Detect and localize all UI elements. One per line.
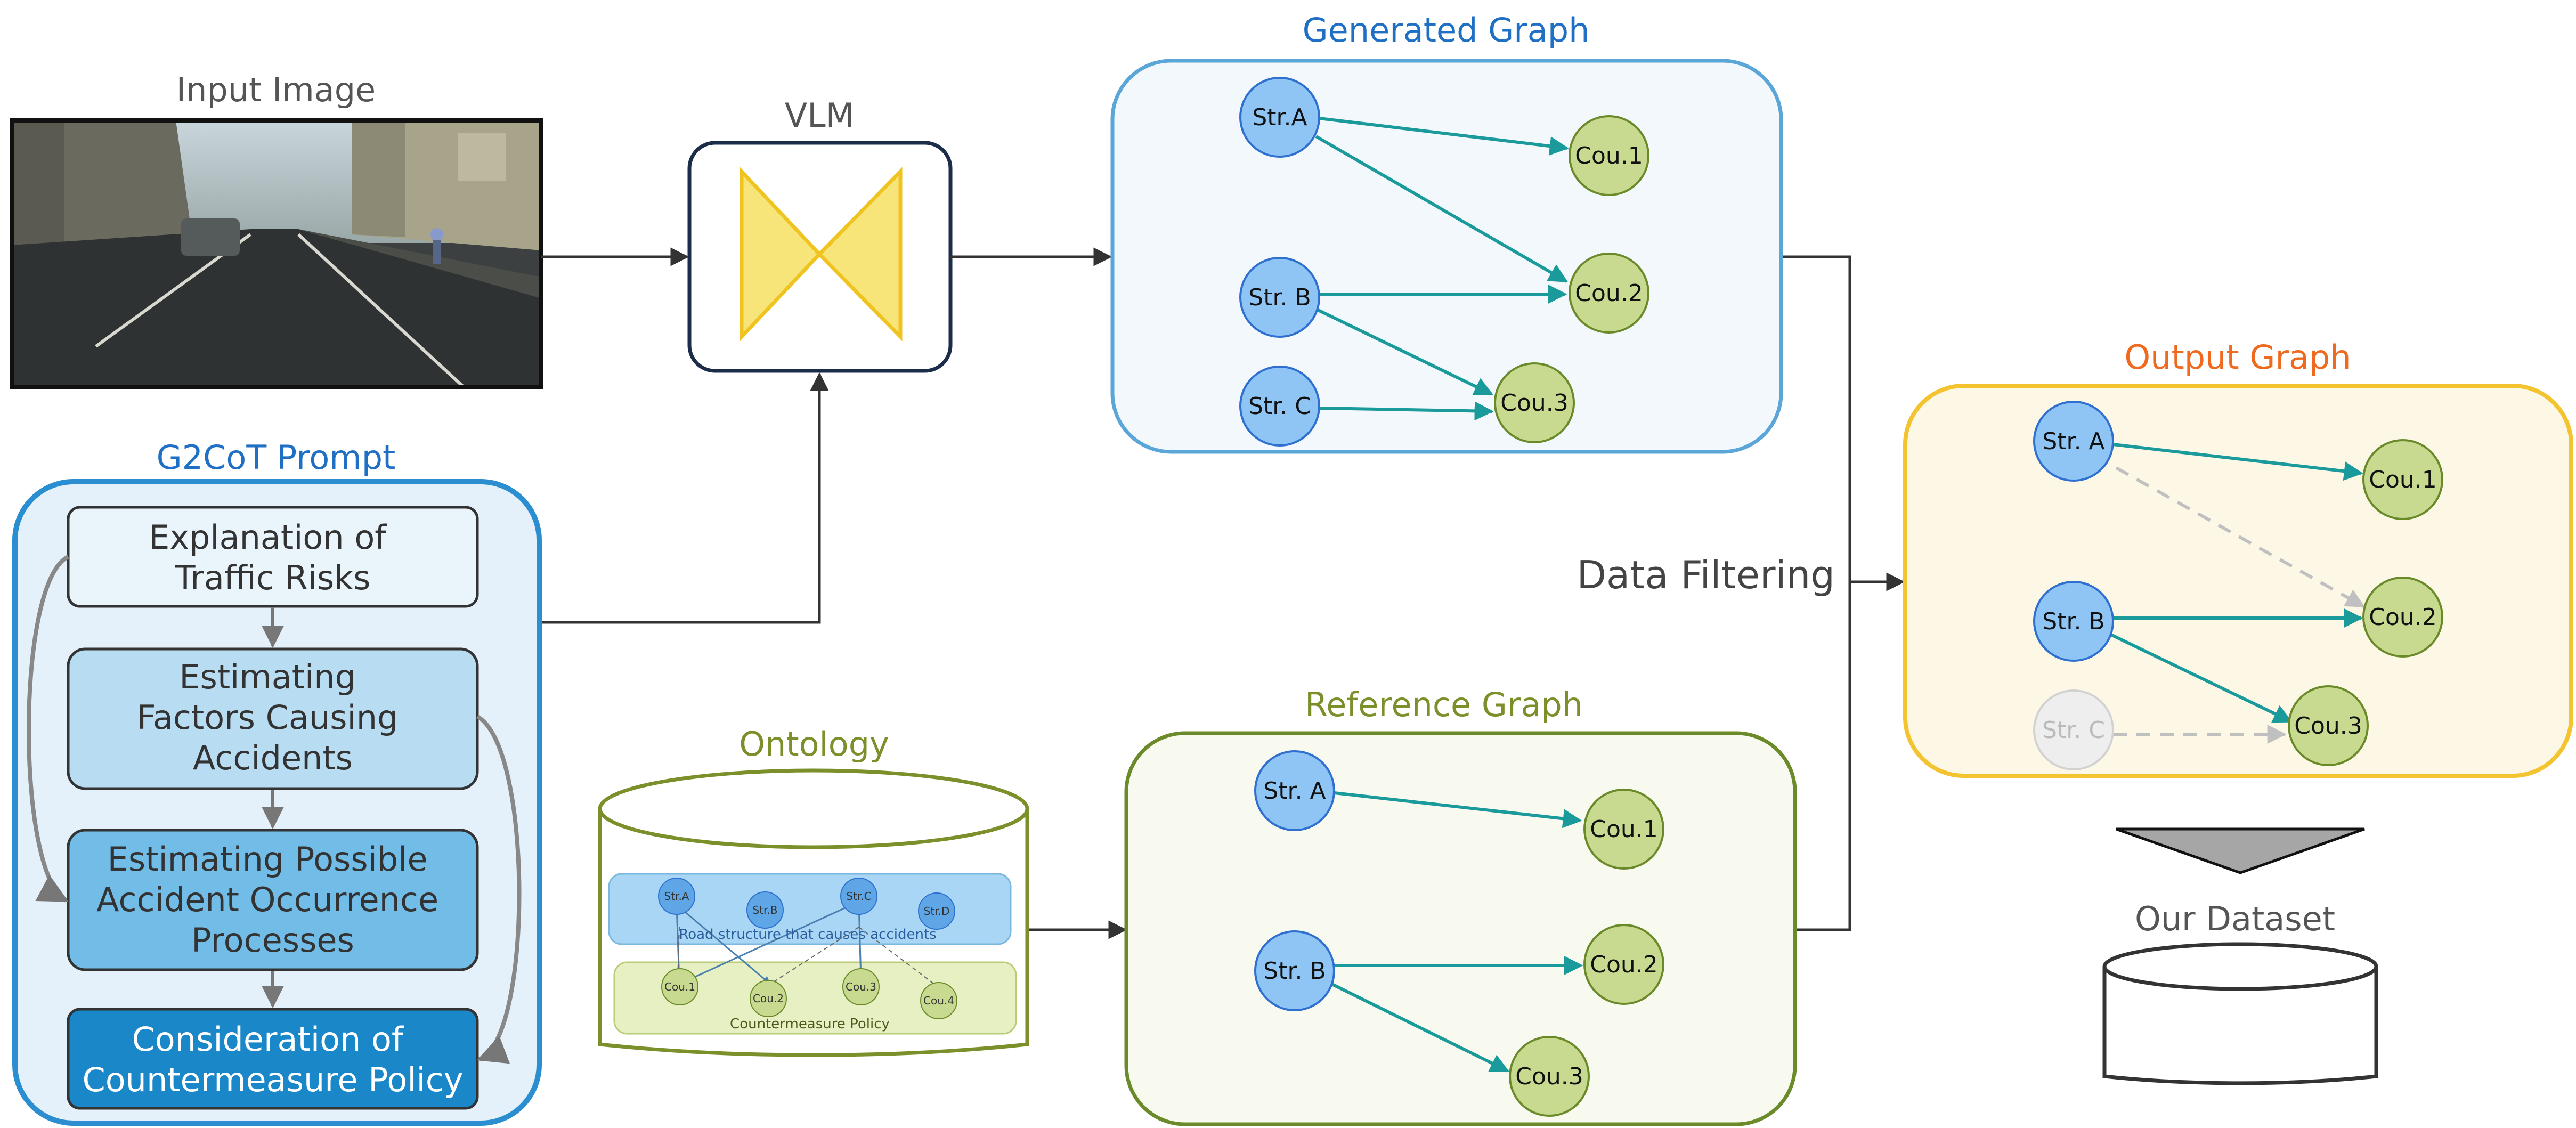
generated-panel	[1110, 59, 1783, 454]
gen-node-cou-2	[1569, 253, 1649, 334]
out-node-str-a-label: Str. A	[2042, 428, 2104, 455]
generated-nodes: Str.A Str. B Str. C Cou.1 Cou.2 Cou.3	[1239, 77, 1649, 447]
gen-node-cou-3	[1494, 362, 1575, 443]
onto-node-str-d-label: Str.D	[924, 905, 950, 918]
gen-node-cou-1	[1569, 115, 1649, 196]
onto-node-cou-1-label: Cou.1	[664, 980, 695, 993]
gen-node-str-c	[1239, 366, 1320, 447]
output-panel	[1903, 384, 2573, 778]
ref-node-cou-2-label: Cou.2	[1590, 951, 1658, 978]
ref-node-cou-2	[1583, 924, 1664, 1005]
dataset-cylinder	[2102, 942, 2378, 1085]
ontology-title: Ontology	[739, 725, 889, 764]
vlm-right-trapezoid	[817, 167, 903, 342]
ref-node-cou-3-label: Cou.3	[1515, 1063, 1583, 1090]
ref-node-str-b-label: Str. B	[1263, 957, 1326, 985]
onto-node-str-a-label: Str.A	[664, 890, 689, 903]
generated-title: Generated Graph	[1303, 11, 1590, 50]
reference-nodes: Str. A Str. B Cou.1 Cou.2 Cou.3	[1254, 750, 1664, 1117]
out-node-cou-3	[2288, 685, 2369, 766]
onto-node-cou-4	[920, 982, 957, 1019]
onto-node-str-c-label: Str.C	[846, 890, 871, 903]
output-title: Output Graph	[2124, 338, 2351, 377]
ref-node-str-a	[1254, 750, 1335, 831]
onto-node-cou-4-label: Cou.4	[923, 994, 954, 1007]
gen-node-str-b	[1239, 257, 1320, 338]
onto-node-cou-1	[661, 968, 698, 1005]
ontology-structure-label: Road structure that causes accidents	[679, 927, 936, 943]
prompt-title: G2CoT Prompt	[157, 438, 396, 477]
reference-edges	[1330, 791, 1583, 1073]
out-node-str-c-label: Str. C	[2042, 717, 2105, 744]
gen-node-str-a	[1239, 77, 1320, 158]
ref-node-cou-1	[1583, 789, 1664, 870]
onto-node-str-d	[918, 892, 955, 930]
vlm-title: VLM	[785, 96, 854, 135]
ref-node-cou-3	[1509, 1036, 1590, 1117]
step-countermeasure-text: Consideration of Countermeasure Policy	[82, 1020, 463, 1099]
onto-node-cou-3	[842, 968, 880, 1005]
gen-node-str-a-label: Str.A	[1252, 104, 1307, 131]
ontology-structure-nodes: Str.A Str.B Str.C Str.D	[658, 878, 955, 930]
ref-node-cou-1-label: Cou.1	[1590, 816, 1658, 843]
ref-node-str-b	[1254, 930, 1335, 1011]
ontology-countermeasure-label: Countermeasure Policy	[730, 1016, 890, 1032]
skip-arrow-right	[476, 715, 522, 1064]
gen-node-cou-1-label: Cou.1	[1575, 142, 1643, 169]
input-image	[10, 118, 543, 389]
gen-node-str-b-label: Str. B	[1248, 284, 1311, 311]
merge-bracket	[1781, 255, 1851, 931]
reference-title: Reference Graph	[1305, 685, 1583, 724]
ref-node-str-a-label: Str. A	[1263, 777, 1326, 805]
out-node-str-b	[2033, 581, 2114, 662]
out-node-cou-1	[2362, 439, 2443, 520]
ontology-countermeasure-layer	[613, 961, 1017, 1035]
onto-node-str-b-label: Str.B	[752, 904, 777, 916]
gen-node-str-c-label: Str. C	[1248, 393, 1311, 420]
out-node-str-c-filtered	[2033, 689, 2114, 770]
reference-panel	[1124, 731, 1797, 1126]
down-arrow-triangle	[2116, 827, 2365, 874]
onto-node-cou-3-label: Cou.3	[846, 980, 876, 993]
out-node-cou-1-label: Cou.1	[2369, 466, 2437, 493]
onto-node-str-a	[658, 878, 695, 915]
gen-node-cou-3-label: Cou.3	[1500, 389, 1569, 417]
generated-edges	[1315, 117, 1569, 421]
skip-arrow-left	[27, 555, 69, 903]
onto-node-str-b	[746, 891, 784, 929]
out-node-str-b-label: Str. B	[2042, 608, 2104, 635]
data-filtering-label: Data Filtering	[1577, 553, 1835, 597]
output-nodes: Str. A Str. B Str. C Cou.1 Cou.2 Cou.3	[2033, 401, 2443, 770]
vlm-left-trapezoid	[740, 167, 822, 342]
step-factors-text: Estimating Factors Causing Accidents	[137, 658, 409, 777]
ontology-countermeasure-nodes: Cou.1 Cou.2 Cou.3 Cou.4	[661, 968, 957, 1019]
dataset-title: Our Dataset	[2135, 899, 2335, 938]
ontology-structure-layer	[608, 873, 1012, 945]
out-node-str-a	[2033, 401, 2114, 482]
onto-node-cou-2	[750, 980, 787, 1017]
onto-node-str-c	[840, 878, 877, 915]
step-processes-text: Estimating Possible Accident Occurrence …	[96, 840, 449, 960]
output-edges	[2109, 443, 2366, 744]
out-node-cou-3-label: Cou.3	[2294, 712, 2362, 740]
gen-node-cou-2-label: Cou.2	[1575, 280, 1643, 307]
out-node-cou-2	[2362, 577, 2443, 658]
step-explanation-text: Explanation of Traffic Risks	[149, 518, 397, 597]
out-node-cou-2-label: Cou.2	[2369, 604, 2437, 631]
input-image-title: Input Image	[176, 70, 376, 109]
onto-node-cou-2-label: Cou.2	[753, 992, 784, 1005]
arrow-prompt-to-vlm	[541, 372, 829, 624]
